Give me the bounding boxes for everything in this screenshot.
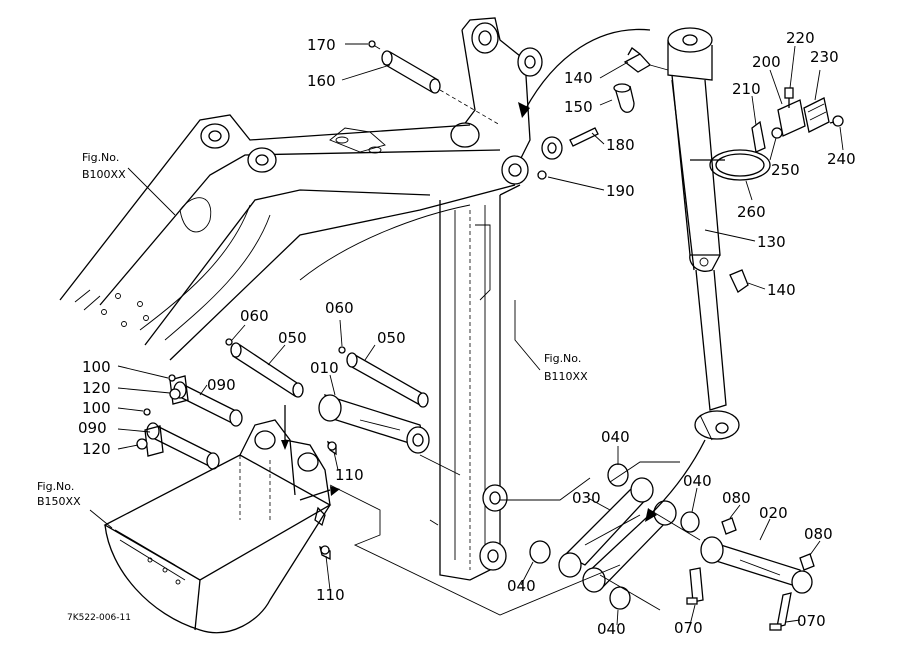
small-hardware-left bbox=[136, 374, 181, 450]
fig-ref-code: B110XX bbox=[544, 370, 588, 383]
arm-assembly bbox=[429, 17, 543, 581]
bushings-040 bbox=[529, 463, 700, 610]
reference-lines bbox=[329, 454, 701, 616]
bolts-110 bbox=[319, 440, 337, 561]
fig-ref-title: Fig.No. bbox=[37, 480, 74, 493]
link-030 bbox=[558, 477, 677, 593]
part-label-170: 170 bbox=[307, 36, 336, 54]
part-label-210: 210 bbox=[732, 80, 761, 98]
fig-ref-code: B100XX bbox=[82, 168, 126, 181]
part-label-220: 220 bbox=[786, 29, 815, 47]
part-label-040: 040 bbox=[683, 472, 712, 490]
pin-050-left bbox=[225, 338, 304, 398]
bushing-180-190 bbox=[537, 127, 599, 180]
part-label-190: 190 bbox=[606, 182, 635, 200]
part-label-110: 110 bbox=[335, 466, 364, 484]
part-label-080: 080 bbox=[722, 489, 751, 507]
part-label-090: 090 bbox=[207, 376, 236, 394]
boom-assembly bbox=[59, 114, 529, 361]
part-label-020: 020 bbox=[759, 504, 788, 522]
part-label-230: 230 bbox=[810, 48, 839, 66]
part-label-070: 070 bbox=[674, 619, 703, 637]
hose-bracket-set bbox=[751, 87, 844, 153]
part-label-150: 150 bbox=[564, 98, 593, 116]
part-label-250: 250 bbox=[771, 161, 800, 179]
bucket bbox=[103, 419, 332, 634]
pin-090-lower bbox=[144, 422, 220, 470]
part-label-140: 140 bbox=[767, 281, 796, 299]
drawing-code: 7K522-006-11 bbox=[67, 613, 131, 623]
part-label-160: 160 bbox=[307, 72, 336, 90]
part-label-140: 140 bbox=[564, 69, 593, 87]
pin-050-right bbox=[338, 346, 429, 408]
fig-ref-title: Fig.No. bbox=[544, 352, 581, 365]
part-label-060: 060 bbox=[325, 299, 354, 317]
part-label-120: 120 bbox=[82, 379, 111, 397]
part-label-100: 100 bbox=[82, 358, 111, 376]
hose-clamp bbox=[690, 149, 771, 181]
link-010 bbox=[318, 394, 430, 454]
part-label-060: 060 bbox=[240, 307, 269, 325]
figure-ref-b150: Fig.No. B150XX bbox=[37, 480, 81, 508]
leader-lines bbox=[89, 43, 844, 626]
figure-ref-b110: Fig.No. B110XX bbox=[544, 352, 588, 383]
part-label-050: 050 bbox=[377, 329, 406, 347]
part-label-080: 080 bbox=[804, 525, 833, 543]
figure-ref-b100: Fig.No. B100XX bbox=[82, 151, 126, 181]
part-label-260: 260 bbox=[737, 203, 766, 221]
hose-fittings bbox=[613, 47, 749, 293]
bucket-cylinder bbox=[667, 27, 740, 441]
link-020 bbox=[700, 536, 813, 594]
fig-ref-code: B150XX bbox=[37, 495, 81, 508]
part-label-070: 070 bbox=[797, 612, 826, 630]
part-label-090: 090 bbox=[78, 419, 107, 437]
part-label-110: 110 bbox=[316, 586, 345, 604]
part-number-labels: 170 160 140 150 180 190 220 200 230 210 … bbox=[78, 29, 856, 638]
fig-ref-title: Fig.No. bbox=[82, 151, 119, 164]
part-label-240: 240 bbox=[827, 150, 856, 168]
part-label-120: 120 bbox=[82, 440, 111, 458]
bolts-070 bbox=[686, 567, 792, 631]
part-label-130: 130 bbox=[757, 233, 786, 251]
part-label-010: 010 bbox=[310, 359, 339, 377]
part-label-040: 040 bbox=[507, 577, 536, 595]
part-label-050: 050 bbox=[278, 329, 307, 347]
part-label-100: 100 bbox=[82, 399, 111, 417]
assembly-arrow-top bbox=[524, 28, 651, 111]
part-label-040: 040 bbox=[597, 620, 626, 638]
part-label-040: 040 bbox=[601, 428, 630, 446]
part-label-030: 030 bbox=[572, 489, 601, 507]
arrow-cylinder-link bbox=[649, 439, 706, 516]
part-label-180: 180 bbox=[606, 136, 635, 154]
part-label-200: 200 bbox=[752, 53, 781, 71]
pin-160 bbox=[368, 40, 501, 126]
grease-nipples-080 bbox=[721, 517, 815, 571]
